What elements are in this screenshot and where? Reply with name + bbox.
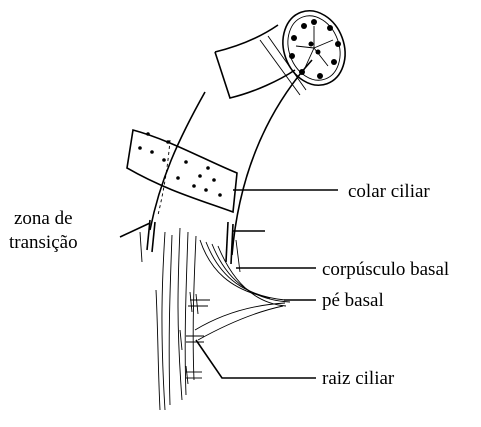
- transition-zone: [147, 220, 233, 264]
- radial-spokes: [296, 26, 333, 70]
- ciliary-collar: [127, 130, 237, 215]
- cilium-shaft: [150, 60, 312, 255]
- label-zona-de-transicao-line1: zona de: [14, 208, 73, 229]
- label-zona-de-transicao-line2: transição: [9, 232, 78, 253]
- label-corpusculo-basal: corpúsculo basal: [322, 259, 449, 280]
- axoneme-cross-section: [273, 2, 355, 94]
- basal-body-and-rootlets: [140, 228, 290, 410]
- label-raiz-ciliar: raiz ciliar: [322, 368, 395, 389]
- label-pe-basal: pé basal: [322, 290, 384, 311]
- label-colar-ciliar: colar ciliar: [348, 181, 430, 202]
